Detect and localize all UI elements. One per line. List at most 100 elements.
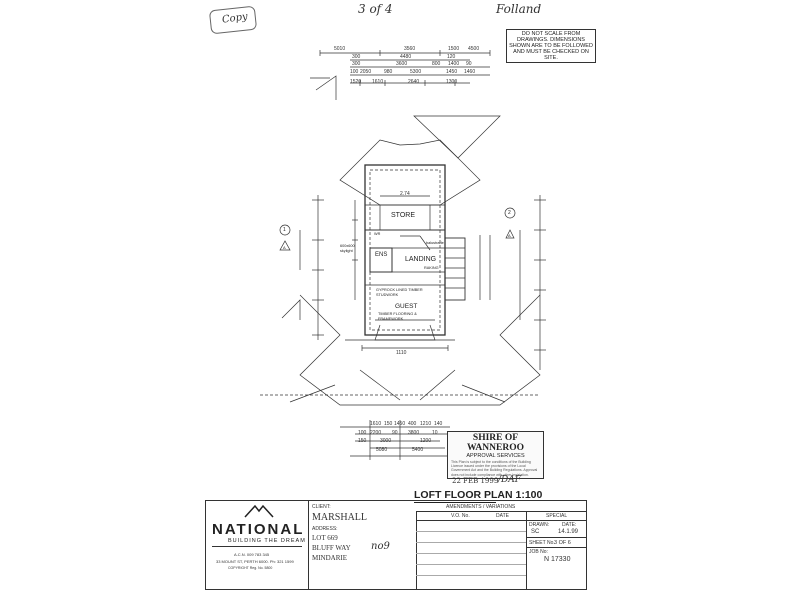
info-rule-2	[526, 537, 586, 538]
room-landing-label: LANDING	[405, 256, 437, 263]
gyprock-note: GYPROCK LINED TIMBER STUDWORK	[376, 288, 423, 297]
amend-date-label: DATE	[496, 513, 509, 519]
dim-top-1b: 3560	[404, 46, 416, 52]
client-label: CLIENT:	[312, 504, 331, 510]
amend-rule-2	[416, 520, 526, 521]
dim-top-4c: 980	[384, 69, 393, 75]
company-tagline: BUILDING THE DREAM	[228, 538, 306, 544]
wardrobe-note: WR	[374, 232, 381, 236]
sheet-label: SHEET No.	[529, 540, 555, 546]
stamp-body: This Plan is subject to the conditions o…	[451, 460, 538, 477]
stamp-initials: /DAF	[498, 475, 521, 485]
title-block: NATIONAL BUILDING THE DREAM A.C.N. 009 7…	[205, 500, 587, 590]
room-guest-label: GUEST	[395, 303, 418, 310]
dim-top-1c: 1500	[448, 46, 460, 52]
dim-top-5a: 1520	[350, 79, 362, 85]
dim-top-5d: 1300	[446, 79, 458, 85]
dim-bottom-4b: 5400	[412, 447, 424, 453]
dim-bottom-3c: 1200	[420, 438, 432, 444]
dim-top-1a: 5010	[334, 46, 346, 52]
dim-top-4a: 100	[350, 69, 359, 75]
dim-bottom-3a: 150	[358, 438, 367, 444]
handwritten-lot-no: no9	[371, 541, 390, 552]
amend-row	[416, 575, 526, 576]
address-label: ADDRESS:	[312, 526, 338, 532]
dim-top-5c: 2640	[408, 79, 420, 85]
address-line-2: BLUFF WAY	[312, 544, 351, 552]
dim-bottom-2c: 90	[392, 430, 398, 436]
flooring-note: TIMBER FLOORING & FRAMEWORK	[378, 312, 417, 321]
width-top-label: 2.74	[400, 191, 410, 197]
dim-top-3e: 90	[466, 61, 472, 67]
vo-label: V.O. No.	[451, 513, 470, 519]
approval-stamp: SHIRE OF WANNEROO APPROVAL SERVICES This…	[447, 431, 544, 479]
dim-top-2b: 4480	[400, 54, 412, 60]
stamp-title: SHIRE OF WANNEROO	[466, 433, 524, 453]
dim-bottom-2e: 10	[432, 430, 438, 436]
sheet-note: 3 of 4	[358, 2, 393, 16]
dim-top-1d: 4500	[468, 46, 480, 52]
drawn-date-label: DATE:	[562, 522, 577, 528]
room-store-label: STORE	[391, 212, 415, 219]
dim-bottom-2a: 100	[358, 430, 367, 436]
job-label: JOB No:	[529, 549, 548, 555]
marker-right-triangle-label: A	[508, 233, 511, 238]
company-name: NATIONAL	[212, 521, 305, 538]
dim-top-4b: 2050	[360, 69, 372, 75]
drawn-value: SC	[531, 529, 540, 535]
amend-row	[416, 531, 526, 532]
dim-top-3d: 1400	[448, 61, 460, 67]
dim-bottom-3b: 3000	[380, 438, 392, 444]
dim-bottom-1e: 1210	[420, 421, 432, 427]
dim-top-2c: 120	[447, 54, 456, 60]
info-rule-3	[526, 547, 586, 548]
dim-top-3c: 800	[432, 61, 441, 67]
plan-title: LOFT FLOOR PLAN 1:100	[414, 489, 543, 501]
company-copyright: COPYRIGHT Reg. No. 5800	[228, 566, 273, 570]
balustrade-note: balustrade	[426, 241, 444, 245]
client-name: MARSHALL	[312, 512, 368, 523]
dim-bottom-2b: 2200	[370, 430, 382, 436]
address-line-1: LOT 669	[312, 534, 338, 542]
stamp-date: 22 FEB 1999	[452, 477, 499, 485]
skylight-note: 600x600 skylight	[340, 244, 355, 253]
dim-top-4e: 1450	[446, 69, 458, 75]
name-note: Folland	[496, 2, 542, 16]
company-address: 33 MOUNT ST, PERTH 6000. Ph: 321 1599	[216, 559, 294, 564]
address-line-3: MINDARIE	[312, 554, 347, 562]
amendments-header: AMENDMENTS / VARIATIONS	[446, 504, 516, 510]
dim-bottom-1b: 150	[384, 421, 393, 427]
scale-notice: DO NOT SCALE FROM DRAWINGS. DIMENSIONS S…	[506, 29, 596, 63]
stamp-subtitle: APPROVAL SERVICES	[466, 453, 525, 459]
plan-title-underline	[414, 502, 496, 503]
tb-divider-2	[416, 511, 417, 589]
marker-right-circle-label: 2	[508, 210, 511, 216]
dim-bottom-2d: 3800	[408, 430, 420, 436]
company-acn: A.C.N. 009 783 345	[234, 552, 270, 557]
sheet-value: 3 OF 6	[554, 540, 571, 546]
special-label: SPECIAL	[546, 513, 568, 519]
dim-top-4d: 5300	[410, 69, 422, 75]
dim-bottom-1d: 400	[408, 421, 417, 427]
company-logo-icon	[241, 504, 277, 518]
amend-rule	[416, 511, 586, 512]
dim-bottom-1a: 1610	[370, 421, 382, 427]
dim-top-2a: 300	[352, 54, 361, 60]
drawn-label: DRAWN:	[529, 522, 550, 528]
room-ens-label: ENS	[375, 252, 388, 258]
dim-top-5b: 1610	[372, 79, 384, 85]
raking-note: RAKING	[424, 266, 439, 270]
dim-bottom-4a: 5080	[376, 447, 388, 453]
marker-left-triangle-label: A	[283, 245, 286, 250]
amend-row	[416, 553, 526, 554]
tb-divider-1	[308, 501, 309, 589]
dim-bottom-1f: 140	[434, 421, 443, 427]
drawn-date-value: 14.1.99	[558, 529, 579, 535]
dim-top-3a: 300	[352, 61, 361, 67]
job-value: N 17330	[544, 556, 571, 563]
width-bottom-label: 1110	[396, 350, 407, 356]
amend-row	[416, 542, 526, 543]
dim-top-3b: 3600	[396, 61, 408, 67]
dim-bottom-1c: 1450	[394, 421, 406, 427]
